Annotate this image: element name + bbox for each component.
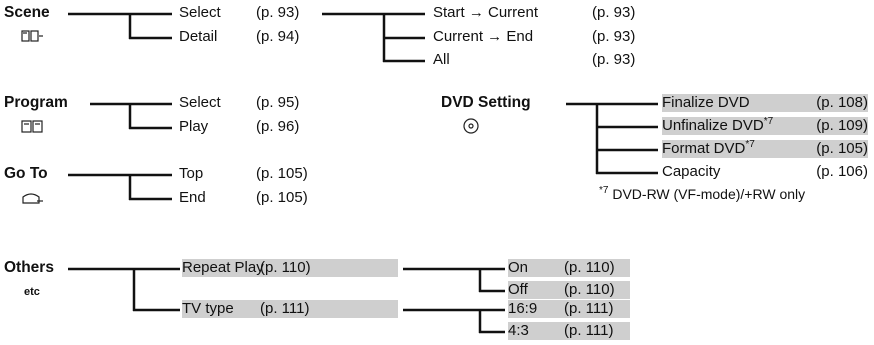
scene-item-select: Select	[179, 4, 221, 21]
others-item-tv-type-page: (p. 111)	[260, 300, 310, 317]
dvd-item-capacity: Capacity (p. 106)	[662, 163, 868, 181]
repeat-sub-on-label: On	[508, 259, 529, 276]
dvd-item-format-page: (p. 105)	[816, 140, 868, 157]
goto-item-top: Top	[179, 165, 204, 182]
scene-item-detail-page: (p. 94)	[256, 28, 300, 45]
program-item-play: Play	[179, 118, 209, 135]
dvd-item-capacity-page: (p. 106)	[816, 163, 868, 180]
program-icon	[21, 120, 43, 133]
dvd-item-unfinalize-page: (p. 109)	[816, 117, 868, 134]
scene-item-select-page: (p. 93)	[256, 4, 300, 21]
dvd-item-format-label: Format DVD	[662, 140, 746, 157]
dvd-footnote: *7 DVD-RW (VF-mode)/+RW only	[599, 185, 805, 203]
goto-icon	[22, 193, 43, 204]
repeat-sub-off-label: Off	[508, 281, 528, 298]
repeat-sub-on-page: (p. 110)	[564, 259, 615, 276]
scene-title: Scene	[4, 4, 50, 21]
scene-sub-all-page: (p. 93)	[592, 51, 636, 68]
others-item-tv-type-label: TV type	[182, 300, 234, 317]
repeat-sub-on: On (p. 110)	[508, 259, 630, 277]
others-item-tv-type: TV type (p. 111)	[182, 300, 398, 318]
others-item-repeat-play: Repeat Play (p. 110)	[182, 259, 398, 277]
scene-sub-start-current-page: (p. 93)	[592, 4, 636, 21]
others-item-repeat-play-label: Repeat Play	[182, 259, 264, 276]
scene-item-detail: Detail	[179, 28, 218, 45]
tv-sub-16-9-label: 16:9	[508, 300, 538, 317]
goto-title: Go To	[4, 165, 48, 182]
dvd-item-unfinalize: Unfinalize DVD*7 (p. 109)	[662, 117, 868, 135]
dvd-item-format-note: *7	[745, 139, 755, 150]
dvd-setting-title: DVD Setting	[441, 94, 531, 111]
dvd-item-finalize-label: Finalize DVD	[662, 94, 750, 111]
others-item-repeat-play-page: (p. 110)	[260, 259, 311, 276]
dvd-item-unfinalize-label: Unfinalize DVD	[662, 117, 764, 134]
repeat-sub-off-page: (p. 110)	[564, 281, 615, 298]
others-title: Others	[4, 259, 54, 276]
dvd-item-capacity-label: Capacity	[662, 163, 721, 180]
tv-sub-4-3-page: (p. 111)	[564, 322, 614, 339]
tv-sub-16-9-page: (p. 111)	[564, 300, 614, 317]
tv-sub-4-3-label: 4:3	[508, 322, 529, 339]
dvd-footnote-text: DVD-RW (VF-mode)/+RW only	[608, 186, 806, 202]
dvd-item-unfinalize-note: *7	[763, 116, 774, 127]
others-icon-etc: etc	[24, 286, 40, 298]
scene-sub-all: All	[433, 51, 450, 68]
goto-item-end: End	[179, 189, 206, 206]
goto-item-end-page: (p. 105)	[256, 189, 308, 206]
scene-sub-start-current: Start → Current	[433, 4, 539, 21]
program-item-play-page: (p. 96)	[256, 118, 300, 135]
tv-sub-4-3: 4:3 (p. 111)	[508, 322, 630, 340]
program-title: Program	[4, 94, 68, 111]
program-item-select-page: (p. 95)	[256, 94, 300, 111]
dvd-item-finalize-page: (p. 108)	[816, 94, 868, 111]
dvd-item-finalize: Finalize DVD (p. 108)	[662, 94, 868, 112]
dvd-footnote-mark: *7	[599, 185, 609, 196]
repeat-sub-off: Off (p. 110)	[508, 281, 630, 299]
dvd-icon	[463, 118, 479, 134]
scene-sub-current-end: Current → End	[433, 28, 534, 45]
goto-item-top-page: (p. 105)	[256, 165, 308, 182]
program-item-select: Select	[179, 94, 221, 111]
dvd-item-format: Format DVD*7 (p. 105)	[662, 140, 868, 158]
tv-sub-16-9: 16:9 (p. 111)	[508, 300, 630, 318]
scene-icon	[21, 30, 43, 42]
scene-sub-current-end-page: (p. 93)	[592, 28, 636, 45]
